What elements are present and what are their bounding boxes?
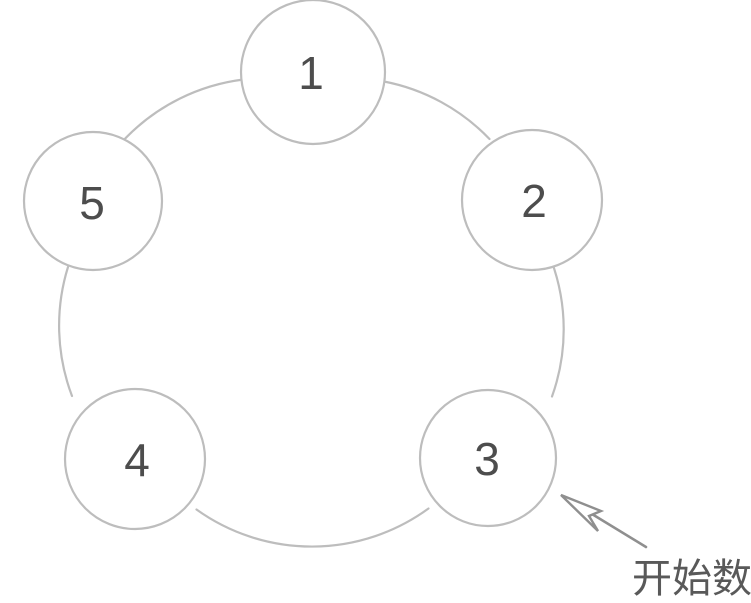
edge-1-2 bbox=[382, 80, 491, 141]
node-label-group: 1 2 3 4 5 bbox=[79, 47, 547, 486]
node-circle-1[interactable] bbox=[239, 0, 387, 146]
node-label-1: 1 bbox=[298, 47, 324, 99]
arrow-head-icon bbox=[560, 493, 605, 532]
node-circle-4[interactable] bbox=[63, 387, 207, 531]
edge-4-5 bbox=[58, 265, 74, 398]
node-circle-3[interactable] bbox=[418, 388, 558, 528]
node-label-3: 3 bbox=[474, 433, 500, 485]
node-circle-5[interactable] bbox=[22, 130, 164, 272]
node-label-5: 5 bbox=[79, 177, 105, 229]
edge-3-4 bbox=[195, 507, 430, 548]
node-circle-2[interactable] bbox=[460, 128, 604, 272]
arrow-shaft bbox=[585, 509, 648, 549]
node-label-4: 4 bbox=[124, 434, 150, 486]
node-group bbox=[22, 0, 604, 531]
annotation-arrow bbox=[560, 493, 648, 549]
node-label-2: 2 bbox=[521, 175, 547, 227]
edge-2-3 bbox=[550, 259, 565, 398]
annotation-text: 开始数 bbox=[632, 556, 751, 602]
